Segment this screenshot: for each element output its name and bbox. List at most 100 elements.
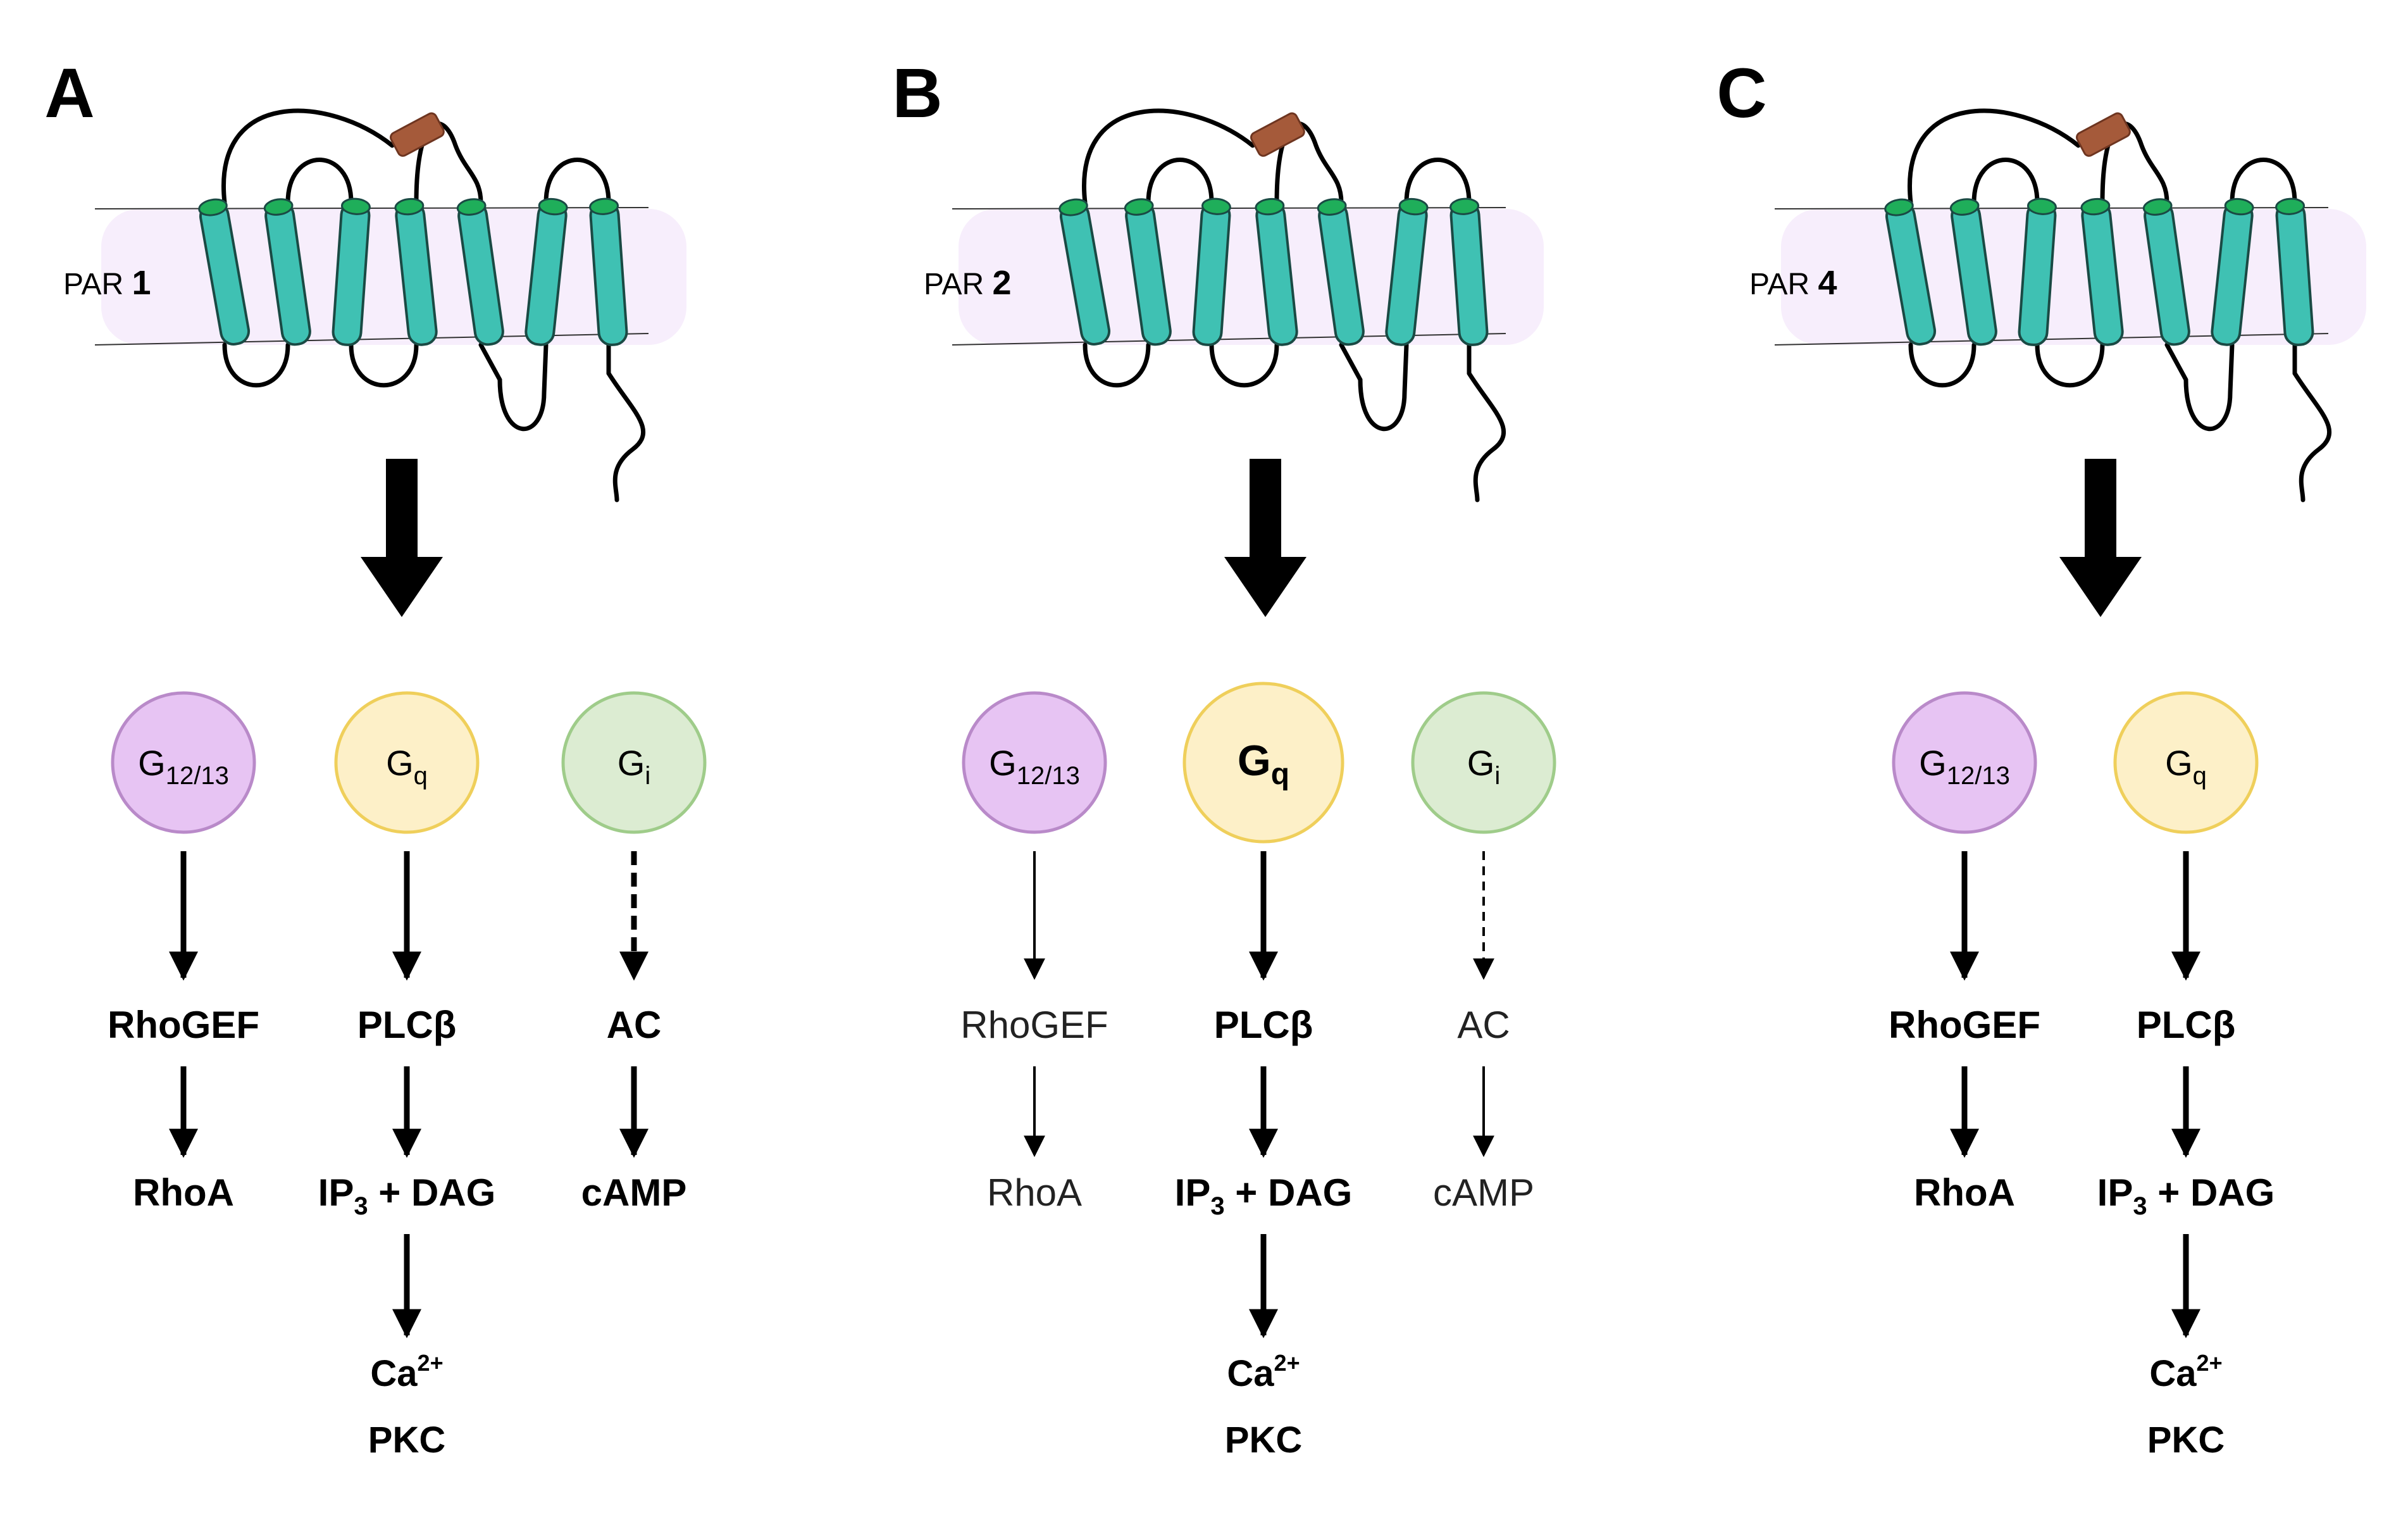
ligand-block [390, 112, 445, 157]
pathway-step-label: RhoGEF [108, 1004, 259, 1046]
pathway-step-label: AC [607, 1004, 662, 1046]
pathway-step-label: IP3 + DAG [1175, 1171, 1353, 1220]
receptor-label: PAR 1 [63, 264, 151, 302]
panel-letter: B [892, 54, 942, 132]
extracellular-loop [2100, 121, 2169, 205]
activation-arrow [2059, 459, 2142, 617]
pathway-step-label: PLCβ [1214, 1004, 1313, 1046]
gq-protein: Gq [1182, 682, 1344, 844]
extracellular-loop [543, 158, 611, 205]
g-protein-label: G12/13 [1919, 743, 2010, 790]
intracellular-loop [2292, 342, 2332, 502]
intracellular-loop [1083, 342, 1151, 388]
pathway-step-label: PLCβ [2137, 1004, 2236, 1046]
g12-13-protein: G12/13 [962, 691, 1107, 834]
transmembrane-helix [1124, 198, 1172, 346]
intracellular-loop [2164, 342, 2235, 431]
pathway-step-label: Ca2+ [370, 1350, 443, 1394]
helix-cap [2026, 197, 2057, 215]
gq-protein: Gq [334, 691, 480, 834]
intracellular-loop [222, 342, 290, 388]
helix-cap [1058, 198, 1088, 216]
pathway-step-label: PKC [2147, 1419, 2225, 1461]
intracellular-loop [478, 342, 549, 431]
helix-cap [1255, 197, 1285, 216]
transmembrane-helix [1192, 197, 1231, 346]
pathway-step-label: PLCβ [357, 1004, 457, 1046]
helix-cap [1398, 197, 1429, 216]
transmembrane-helix [1449, 197, 1489, 346]
extracellular-loop [1274, 121, 1344, 205]
intracellular-loop [2035, 342, 2105, 388]
helix-cap [2275, 197, 2306, 215]
membrane-inner-line [94, 333, 649, 346]
pathway-step-label: IP3 + DAG [2097, 1171, 2275, 1220]
transmembrane-helix [1058, 198, 1111, 346]
helix-cap [1124, 198, 1154, 216]
g-protein-circle [561, 691, 707, 834]
extracellular-loop [1971, 158, 2040, 205]
extracellular-loop [1146, 158, 1214, 205]
ligand-block [2076, 112, 2131, 157]
transmembrane-helix [198, 198, 251, 346]
g-protein-label: G12/13 [989, 743, 1080, 790]
transmembrane-helix [456, 198, 504, 346]
transmembrane-helix [394, 197, 438, 346]
g-protein-label: Gq [386, 743, 428, 790]
pathway-step-label: PKC [1225, 1419, 1302, 1461]
intracellular-loop [1467, 342, 1506, 502]
pathway-step-label: RhoA [987, 1171, 1082, 1214]
gq-protein: Gq [2113, 691, 2259, 834]
receptor-label: PAR 2 [924, 264, 1012, 302]
extracellular-loop [221, 108, 395, 205]
pathway-step-label: RhoGEF [1889, 1004, 2040, 1046]
helix-cap [394, 197, 425, 216]
tethered-ligand [390, 112, 445, 157]
helix-cap [1201, 197, 1231, 215]
pathway-step-label: RhoGEF [960, 1004, 1108, 1046]
extracellular-loop [1082, 108, 1255, 205]
helix-cap [1317, 198, 1347, 216]
intracellular-loop [1908, 342, 1977, 388]
intracellular-loop [1339, 342, 1409, 431]
g-protein-label: G12/13 [138, 743, 229, 790]
extracellular-loop [285, 158, 354, 205]
g-protein-label: Gi [618, 743, 650, 790]
pathway-step-label: PKC [368, 1419, 445, 1461]
helix-cap [2224, 197, 2254, 216]
transmembrane-helix [1949, 198, 1997, 346]
pathway-step-label: cAMP [581, 1171, 687, 1214]
g12-13-protein: G12/13 [111, 691, 256, 834]
extracellular-loop [2230, 158, 2297, 205]
receptor-label: PAR 4 [1749, 264, 1837, 302]
g-protein-circle [111, 691, 256, 834]
helix-cap [263, 198, 294, 216]
transmembrane-helix [263, 198, 311, 346]
g-protein-circle [1892, 691, 2037, 834]
panel-letter: A [44, 54, 94, 132]
panel-letter: C [1716, 54, 1766, 132]
transmembrane-helix [1317, 198, 1365, 346]
g-protein-circle [334, 691, 480, 834]
helix-cap [538, 197, 568, 216]
helix-cap [2080, 197, 2111, 216]
helix-cap [1884, 198, 1914, 216]
activation-arrow [1224, 459, 1306, 617]
transmembrane-helix [2211, 197, 2254, 346]
transmembrane-helix [1385, 197, 1429, 346]
pathway-step-label: Ca2+ [2149, 1350, 2222, 1394]
g-protein-label: Gq [2165, 743, 2207, 790]
gi-protein: Gi [1411, 691, 1556, 834]
transmembrane-helix [589, 197, 628, 346]
pathway-step-label: AC [1457, 1004, 1510, 1046]
helix-cap [589, 197, 619, 215]
g-protein-circle [1411, 691, 1556, 834]
transmembrane-helix [332, 197, 371, 346]
helix-cap [456, 198, 487, 216]
gi-protein: Gi [561, 691, 707, 834]
helix-cap [2142, 198, 2173, 216]
g12-13-protein: G12/13 [1892, 691, 2037, 834]
